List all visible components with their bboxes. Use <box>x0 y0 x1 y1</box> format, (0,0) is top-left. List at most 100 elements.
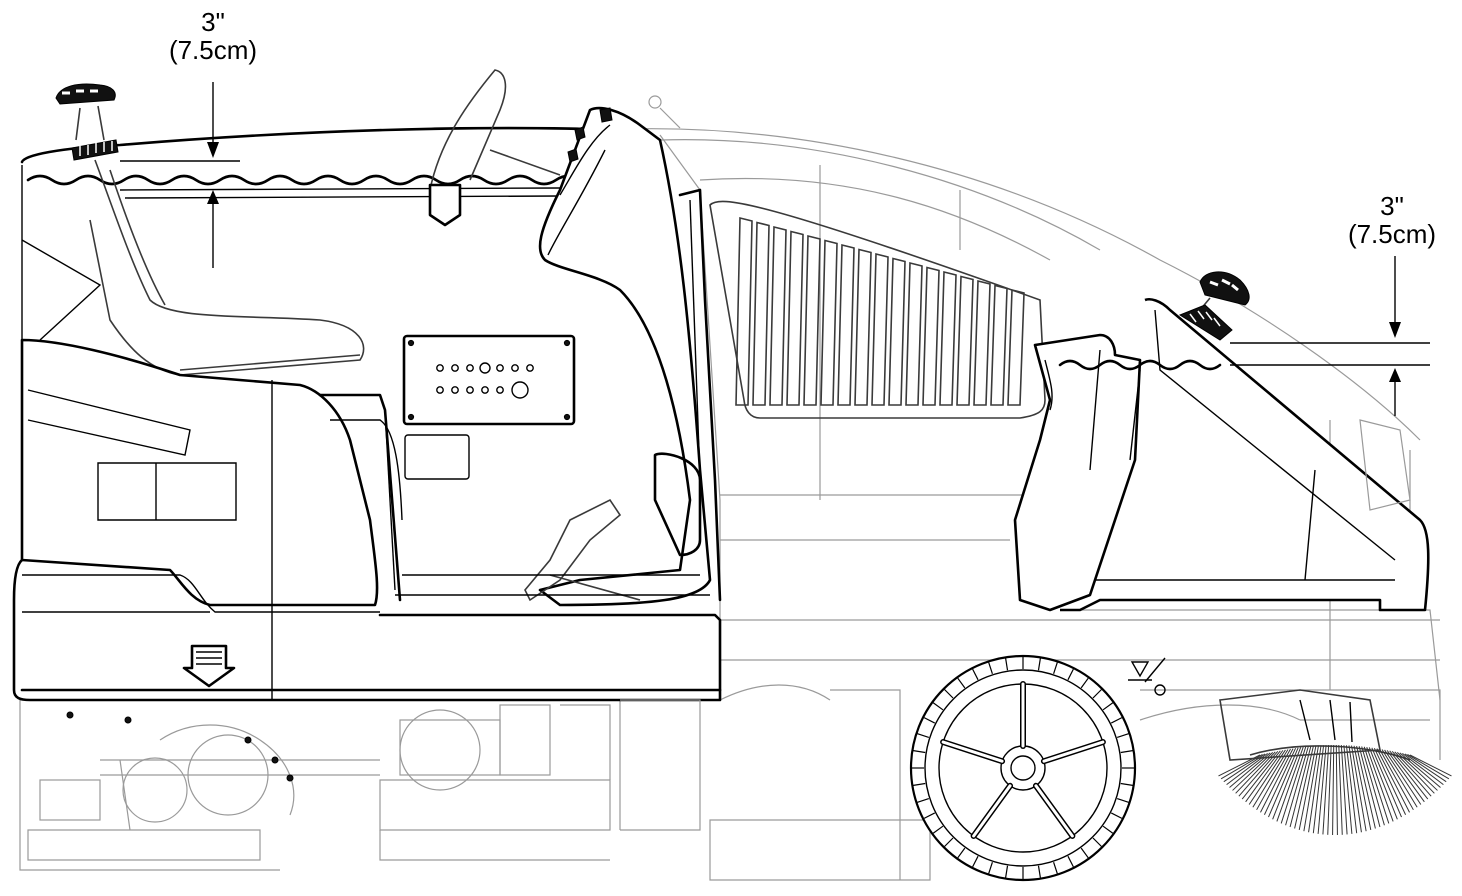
vent-grille <box>709 200 1046 419</box>
bristle <box>1245 750 1284 803</box>
grille-slot <box>888 257 906 406</box>
tread <box>957 677 966 689</box>
bristle <box>1404 753 1447 783</box>
side-broom <box>1218 689 1452 835</box>
bristle <box>1396 752 1438 791</box>
grille-slot <box>752 221 770 406</box>
bristle <box>1368 747 1398 820</box>
tread <box>917 798 930 803</box>
bristle <box>1298 745 1317 831</box>
bristle <box>1232 752 1274 791</box>
tread <box>1116 798 1129 803</box>
bristle <box>1235 751 1276 794</box>
tread <box>1067 668 1074 681</box>
bristle <box>1389 750 1429 800</box>
tread <box>1102 702 1114 711</box>
bristle <box>1353 745 1372 831</box>
indicator-light <box>496 364 504 372</box>
right-tank-housing <box>1013 298 1430 612</box>
bristle <box>1248 749 1286 805</box>
indicator-light <box>481 386 489 394</box>
bristle <box>1366 746 1394 822</box>
tread <box>1110 717 1123 724</box>
grille-slot <box>820 239 838 406</box>
bristle <box>1379 748 1414 811</box>
tread <box>1005 658 1009 671</box>
tread <box>1102 825 1114 834</box>
right-dimension-label: 3" (7.5cm) <box>1322 192 1462 248</box>
bristle <box>1361 746 1385 826</box>
left-dimension-value: 3" <box>201 7 225 37</box>
indicator-light <box>436 386 444 394</box>
bristle <box>1252 749 1289 808</box>
tread <box>944 837 954 847</box>
grille-slot <box>973 279 991 406</box>
indicator-light <box>466 364 474 372</box>
grille-slot <box>735 216 753 406</box>
bristle <box>1317 745 1327 834</box>
tread <box>1092 689 1102 699</box>
tread <box>1110 812 1123 819</box>
bristle <box>1272 747 1302 820</box>
grille-slot <box>854 248 872 406</box>
tread <box>1092 837 1102 847</box>
tread <box>1053 861 1058 874</box>
bristle <box>1238 751 1279 797</box>
tread <box>913 750 926 754</box>
drain-arrow-icon <box>182 644 236 688</box>
indicator-light <box>479 362 491 374</box>
grille-slot <box>939 270 957 406</box>
spoke-inner <box>1034 784 1074 838</box>
bristle <box>1340 745 1348 835</box>
tread <box>1120 750 1133 754</box>
tread <box>1116 733 1129 738</box>
tread <box>923 812 936 819</box>
tread <box>988 861 993 874</box>
grille-slot <box>786 230 804 406</box>
bristle <box>1229 752 1271 788</box>
bristle <box>1348 745 1362 833</box>
tread <box>923 717 936 724</box>
tread <box>917 733 930 738</box>
indicator-light <box>451 364 459 372</box>
bristle <box>1356 745 1376 829</box>
tread <box>957 847 966 859</box>
bristle <box>1312 745 1325 834</box>
bristle <box>1294 745 1314 829</box>
bristle <box>1407 754 1450 780</box>
left-dimension-label: 3" (7.5cm) <box>143 8 283 64</box>
tread <box>972 668 979 681</box>
right-dimension-value: 3" <box>1380 191 1404 221</box>
bristle <box>1376 748 1410 813</box>
bristle <box>1268 747 1299 818</box>
bristle <box>1394 751 1435 794</box>
bristle <box>1327 745 1332 835</box>
bristle <box>1303 745 1319 832</box>
bristle <box>1381 749 1418 808</box>
grille-slot <box>837 243 855 406</box>
grille-slot <box>956 275 974 406</box>
bristle <box>1402 753 1444 786</box>
bristle <box>1409 754 1452 777</box>
warning-triangle-icon <box>1128 657 1166 696</box>
bristle <box>1308 745 1322 833</box>
bristle <box>1335 744 1338 835</box>
bristle <box>1241 750 1281 800</box>
tread <box>1067 855 1074 868</box>
indicator-light <box>451 386 459 394</box>
left-dimension <box>120 82 240 268</box>
bristle <box>1391 751 1432 797</box>
squeegee-mechanism <box>39 699 701 831</box>
grille-slot <box>1007 288 1025 406</box>
indicator-light <box>436 364 444 372</box>
tread <box>1037 865 1041 878</box>
fill-cap-icon <box>1178 271 1250 341</box>
ghost-machine-body <box>19 128 1441 881</box>
tread <box>1080 847 1089 859</box>
tread <box>988 662 993 675</box>
grille-slot <box>871 252 889 406</box>
left-tank-housing <box>20 69 667 700</box>
bristle <box>1363 746 1390 824</box>
grille-slot <box>922 266 940 406</box>
